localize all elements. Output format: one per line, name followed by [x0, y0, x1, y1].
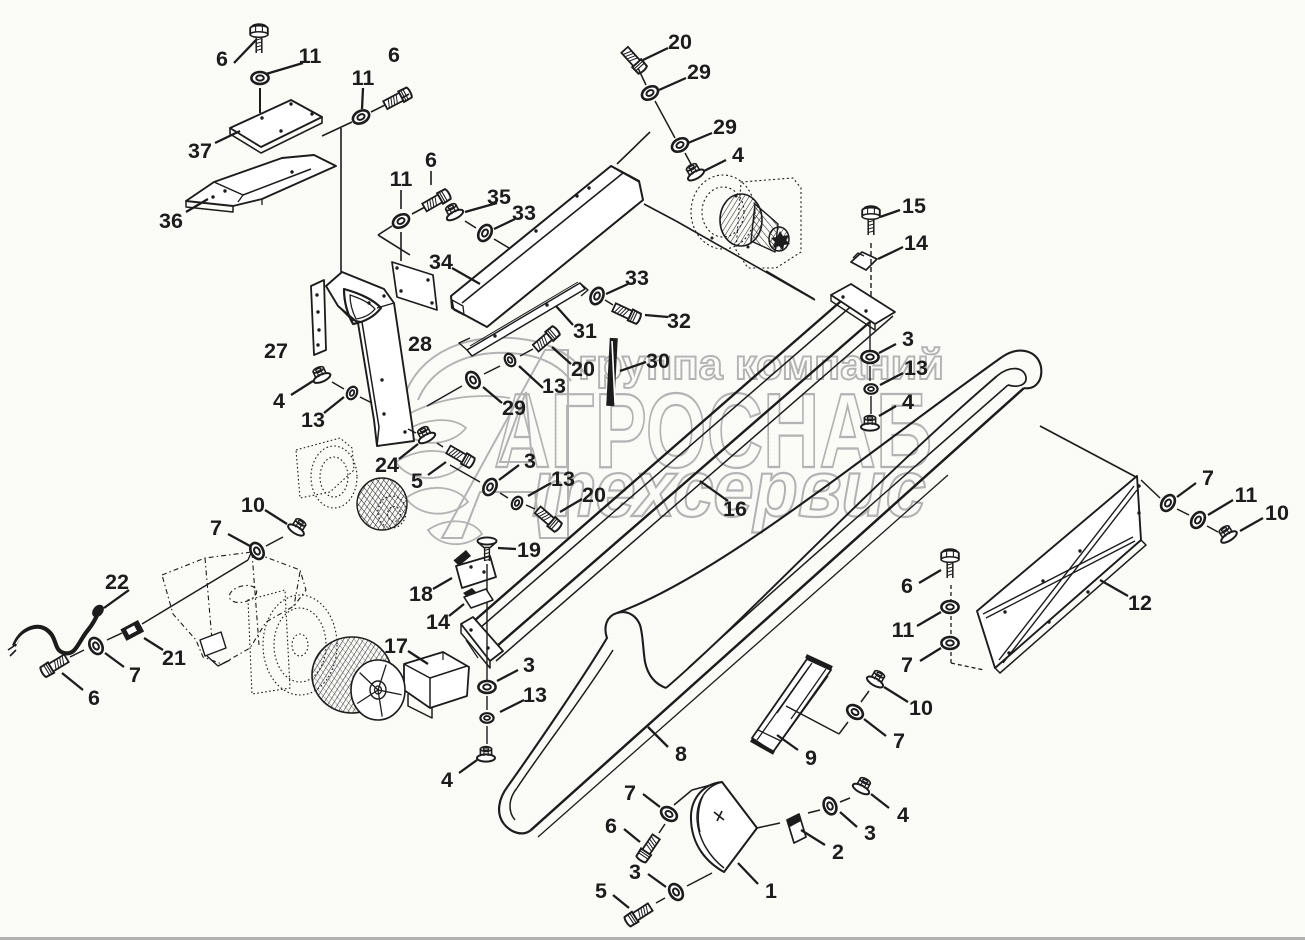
svg-text:5: 5 — [595, 879, 607, 903]
svg-text:11: 11 — [352, 66, 375, 90]
svg-text:4: 4 — [273, 389, 285, 413]
svg-text:11: 11 — [892, 618, 915, 642]
svg-text:7: 7 — [1202, 466, 1214, 490]
svg-text:21: 21 — [162, 646, 186, 670]
svg-text:27: 27 — [264, 339, 288, 363]
svg-text:6: 6 — [901, 574, 913, 598]
svg-text:3: 3 — [864, 821, 876, 845]
svg-text:20: 20 — [571, 357, 595, 381]
svg-text:7: 7 — [210, 516, 222, 540]
svg-text:29: 29 — [713, 115, 737, 139]
svg-text:АГРОСНАБ: АГРОСНАБ — [494, 372, 932, 490]
svg-text:6: 6 — [605, 814, 617, 838]
svg-text:4: 4 — [732, 143, 744, 167]
svg-text:33: 33 — [512, 201, 536, 225]
svg-text:13: 13 — [301, 408, 325, 432]
svg-text:14: 14 — [426, 610, 450, 634]
svg-text:12: 12 — [1128, 591, 1152, 615]
svg-text:7: 7 — [893, 729, 905, 753]
svg-text:11: 11 — [1235, 483, 1258, 507]
svg-text:1: 1 — [765, 879, 777, 903]
svg-text:13: 13 — [551, 467, 575, 491]
svg-text:22: 22 — [105, 570, 129, 594]
svg-text:19: 19 — [517, 538, 541, 562]
svg-text:13: 13 — [523, 683, 547, 707]
svg-text:32: 32 — [667, 309, 691, 333]
svg-text:13: 13 — [542, 374, 566, 398]
svg-text:34: 34 — [429, 250, 453, 274]
svg-text:4: 4 — [902, 390, 914, 414]
svg-text:15: 15 — [902, 194, 926, 218]
svg-text:20: 20 — [582, 483, 606, 507]
svg-text:9: 9 — [805, 746, 817, 770]
svg-text:28: 28 — [408, 332, 432, 356]
svg-text:7: 7 — [129, 663, 141, 687]
svg-text:4: 4 — [897, 803, 909, 827]
svg-text:13: 13 — [904, 356, 928, 380]
svg-text:30: 30 — [646, 349, 670, 373]
svg-text:20: 20 — [668, 30, 692, 54]
svg-text:29: 29 — [687, 60, 711, 84]
svg-text:6: 6 — [216, 47, 228, 71]
svg-text:2: 2 — [832, 840, 844, 864]
svg-text:33: 33 — [625, 266, 649, 290]
svg-text:6: 6 — [88, 686, 100, 710]
svg-text:35: 35 — [487, 185, 511, 209]
svg-text:37: 37 — [188, 139, 212, 163]
svg-text:7: 7 — [624, 781, 636, 805]
svg-text:17: 17 — [384, 634, 408, 658]
svg-text:4: 4 — [441, 768, 453, 792]
svg-text:3: 3 — [629, 860, 641, 884]
svg-text:3: 3 — [902, 327, 914, 351]
svg-text:3: 3 — [524, 449, 536, 473]
svg-text:24: 24 — [375, 453, 399, 477]
svg-text:31: 31 — [573, 319, 597, 343]
svg-text:14: 14 — [904, 231, 928, 255]
svg-text:10: 10 — [1265, 501, 1289, 525]
svg-text:16: 16 — [723, 497, 747, 521]
svg-text:3: 3 — [523, 653, 535, 677]
svg-text:6: 6 — [388, 43, 400, 67]
svg-text:8: 8 — [675, 742, 687, 766]
svg-text:29: 29 — [502, 396, 526, 420]
svg-text:6: 6 — [425, 148, 437, 172]
svg-text:10: 10 — [909, 696, 933, 720]
svg-text:7: 7 — [901, 653, 913, 677]
svg-text:11: 11 — [390, 167, 413, 191]
svg-text:36: 36 — [159, 209, 183, 233]
svg-text:18: 18 — [409, 582, 433, 606]
svg-text:10: 10 — [241, 493, 265, 517]
svg-text:11: 11 — [299, 44, 322, 68]
svg-text:5: 5 — [411, 469, 423, 493]
